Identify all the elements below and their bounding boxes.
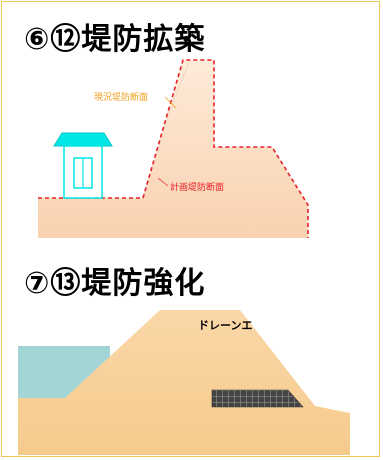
planned-embankment-area [38,60,308,238]
label-drain-work: ドレーンエ [198,319,252,332]
section-title-levee-widening: ⑥⑫堤防拡築 [24,22,206,57]
label-planned-levee-section: 計画堤防断面 [170,181,224,193]
house-icon [53,132,113,199]
strengthened-embankment-area [18,310,350,455]
leader-line-current [164,96,177,109]
section-title-levee-strengthening: ⑦⑬堤防強化 [24,266,206,301]
drain-grid-icon [211,389,304,408]
widening-diagram: 現況堤防断面 計画堤防断面 [38,59,309,238]
label-current-levee-section: 現況堤防断面 [94,91,148,103]
leader-line-planned [157,177,169,187]
planned-levee-dashed-line [38,59,309,238]
strengthening-diagram: ドレーンエ [18,310,350,455]
